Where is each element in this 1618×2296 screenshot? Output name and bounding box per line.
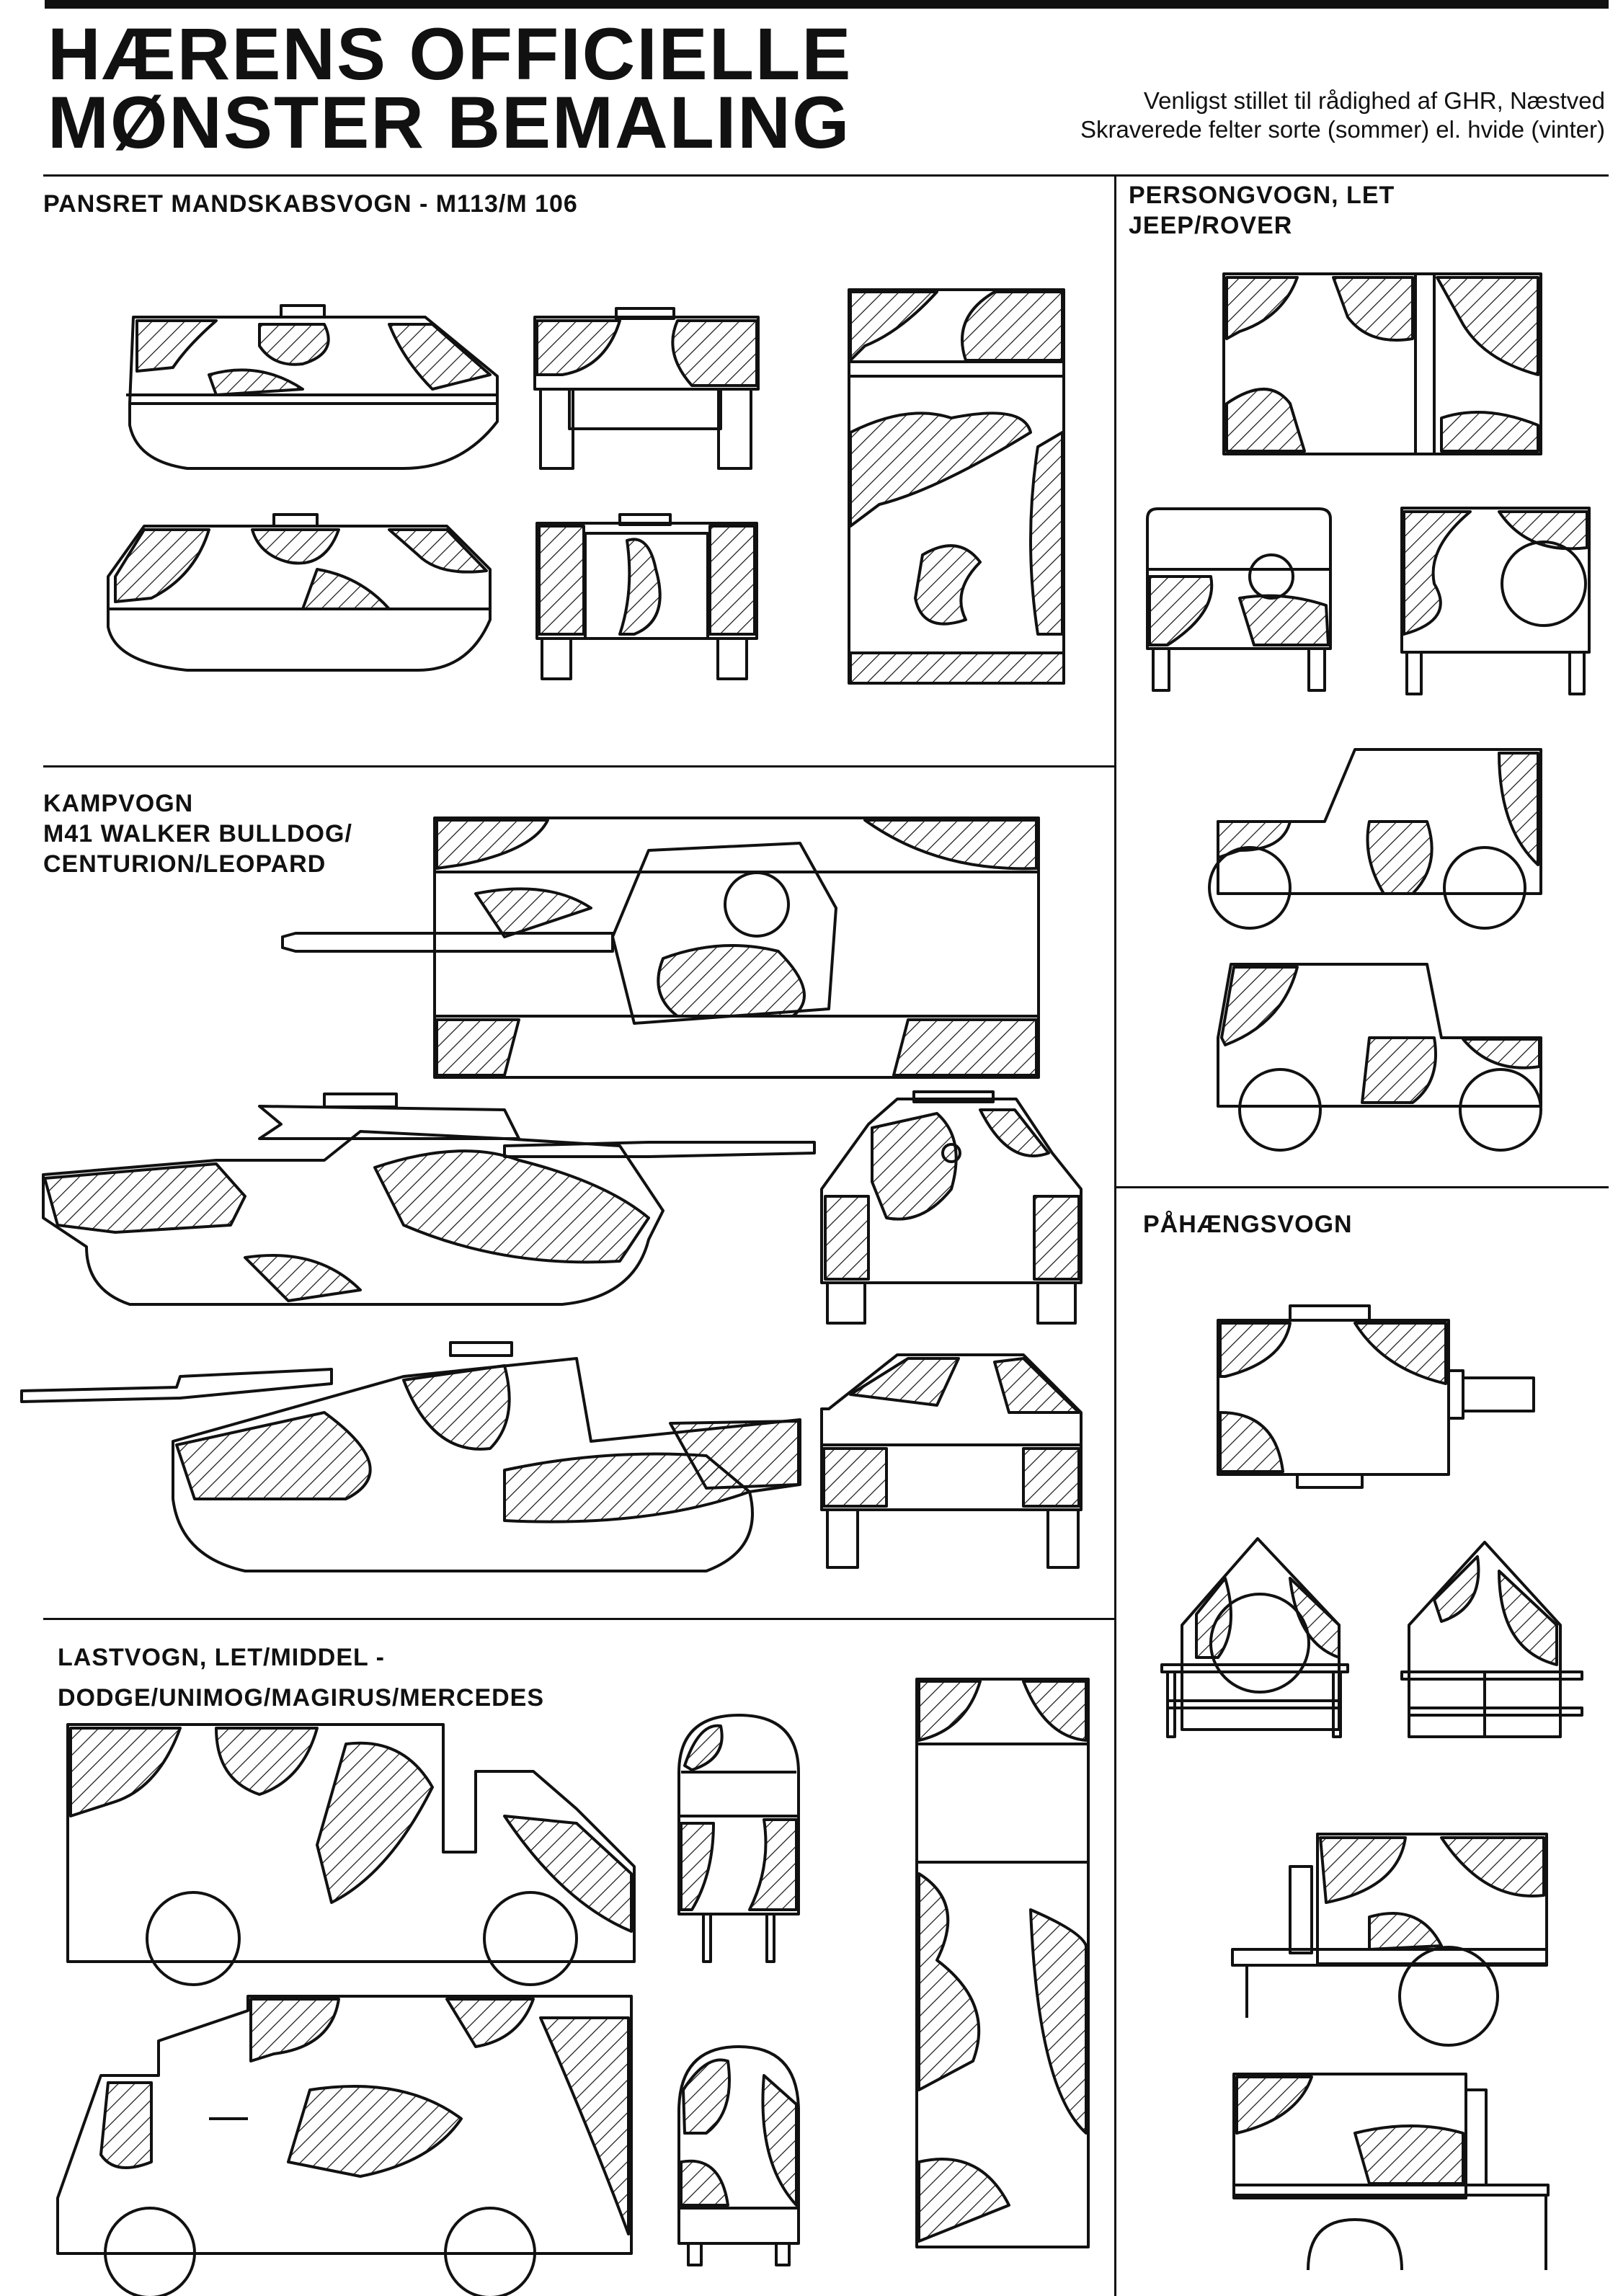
tank-top-view [281,816,1040,1079]
apc-tank-divider [43,765,1116,767]
truck-front-view [677,1714,800,1963]
jeep-trailer-divider [1116,1186,1609,1188]
tank-side-view-1 [42,1093,816,1306]
section-label-apc: PANSRET MANDSKABSVOGN - M113/M 106 [43,190,578,218]
section-label-tank: KAMPVOGN M41 WALKER BULLDOG/ CENTURION/L… [43,790,352,878]
title-line-2: MØNSTER BEMALING [48,81,851,164]
title-line-1: HÆRENS OFFICIELLE [48,13,853,95]
apc-front-view-1 [533,307,760,470]
trailer-top-view [1217,1304,1535,1489]
top-rule [45,0,1609,9]
jeep-side-view-2 [1217,963,1542,1152]
trailer-side-view-1 [1231,1833,1548,2047]
tank-front-view-2 [820,1353,1083,1569]
jeep-top-view [1222,272,1542,455]
section-label-truck: LASTVOGN, LET/MIDDEL - DODGE/UNIMOG/MAGI… [58,1644,545,1712]
tank-truck-divider [43,1618,1116,1620]
apc-front-view-2 [535,513,758,680]
header-divider [43,174,1609,177]
truck-top-view [915,1678,1090,2248]
apc-side-view-1 [126,304,499,470]
column-divider [1114,174,1116,2296]
credit-line-1: Venligst stillet til rådighed af GHR, Næ… [1143,87,1605,114]
trailer-side-view-2 [1232,2073,1550,2271]
truck-side-view-2 [56,1995,633,2296]
page-title: HÆRENS OFFICIELLE MØNSTER BEMALING [48,13,853,164]
truck-rear-view [677,2045,800,2266]
jeep-front-view [1146,507,1332,692]
trailer-front-view [1160,1537,1349,1738]
jeep-side-view-1 [1208,748,1542,930]
apc-top-view [848,288,1065,685]
section-label-jeep: PERSONGVOGN, LET JEEP/ROVER [1129,182,1395,239]
credit-note: Venligst stillet til rådighed af GHR, Næ… [1080,86,1605,144]
tank-front-view-1 [820,1090,1083,1325]
tank-side-view-2 [20,1341,801,1572]
apc-side-view-2 [107,513,492,672]
truck-side-view-1 [66,1723,636,1986]
section-label-trailer: PÅHÆNGSVOGN [1143,1211,1353,1238]
credit-line-2: Skraverede felter sorte (sommer) el. hvi… [1080,116,1605,143]
trailer-rear-view [1400,1541,1583,1738]
jeep-rear-view [1400,507,1591,695]
